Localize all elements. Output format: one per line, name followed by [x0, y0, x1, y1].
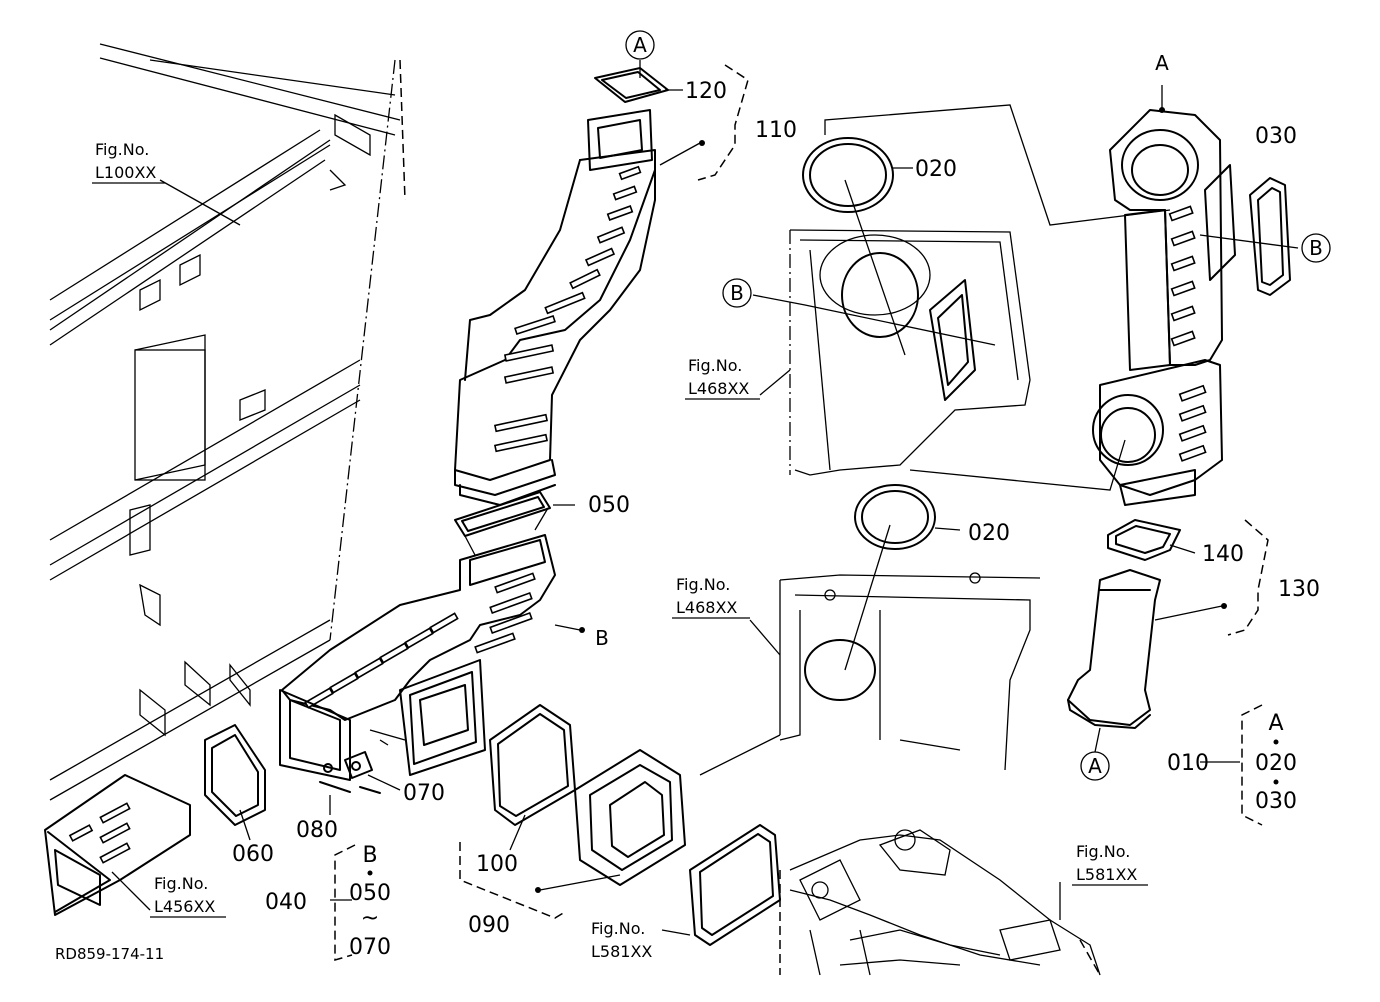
- panel-l468-lower: [699, 572, 1041, 776]
- seal-020-mid: [854, 484, 936, 550]
- callout-a-top-right: A: [1155, 51, 1169, 75]
- part-140: 140: [1202, 542, 1244, 567]
- part-080: 080: [296, 818, 338, 843]
- part-120: 120: [685, 79, 727, 104]
- callout-b-left: B: [730, 281, 744, 305]
- upper-duct-110: [454, 67, 669, 506]
- fig-l581-right-prefix: Fig.No.: [1076, 842, 1130, 861]
- fig-l100-prefix: Fig.No.: [95, 140, 149, 159]
- duct-090: [574, 749, 686, 886]
- seal-050: [454, 491, 551, 556]
- part-070: 070: [403, 781, 445, 806]
- group-040-tilde: ~: [361, 906, 379, 931]
- lower-duct-b: [279, 534, 556, 781]
- group-010-letter: A: [1268, 711, 1283, 736]
- seal-l581: [689, 824, 781, 946]
- fig-l581-left-code: L581XX: [591, 942, 652, 961]
- part-030: 030: [1255, 124, 1297, 149]
- cabin-frame: [49, 43, 406, 801]
- seal-060: [204, 724, 266, 826]
- duct-130: [1067, 569, 1161, 729]
- fig-l468-top-code: L468XX: [688, 379, 749, 398]
- part-020-mid: 020: [968, 521, 1010, 546]
- part-050: 050: [588, 493, 630, 518]
- fig-l468-mid-code: L468XX: [676, 598, 737, 617]
- part-130: 130: [1278, 577, 1320, 602]
- group-010-b: 030: [1255, 789, 1297, 814]
- fig-l100-code: L100XX: [95, 163, 156, 182]
- brackets: [334, 64, 1269, 962]
- fig-l581-left-prefix: Fig.No.: [591, 919, 645, 938]
- part-060: 060: [232, 842, 274, 867]
- circled-callouts: [625, 30, 1331, 781]
- drawing-code: RD859-174-11: [55, 945, 164, 963]
- fig-l456-code: L456XX: [154, 897, 215, 916]
- right-duct: [1092, 109, 1236, 506]
- leader-lines: [111, 60, 1299, 936]
- callout-b-right: B: [1309, 236, 1323, 260]
- callout-a-top-mid: A: [633, 33, 647, 57]
- seal-140: [1107, 519, 1181, 561]
- callout-a-bottom: A: [1088, 754, 1102, 778]
- clamp-070-080: [319, 751, 381, 794]
- part-110: 110: [755, 118, 797, 143]
- callout-b-duct: B: [595, 626, 609, 650]
- lower-left-duct: [44, 774, 191, 916]
- part-100: 100: [476, 852, 518, 877]
- engine-area: [779, 829, 1101, 976]
- fig-l456-prefix: Fig.No.: [154, 874, 208, 893]
- seal-100: [489, 704, 576, 826]
- group-010-a: 020: [1255, 751, 1297, 776]
- panel-l468-top: [789, 229, 1031, 476]
- part-090: 090: [468, 913, 510, 938]
- fig-l581-right-code: L581XX: [1076, 865, 1137, 884]
- seal-020-top: [802, 137, 894, 213]
- group-040-letter: B: [362, 843, 377, 868]
- fig-l468-mid-prefix: Fig.No.: [676, 575, 730, 594]
- group-010-code: 010: [1167, 751, 1209, 776]
- part-020-top: 020: [915, 157, 957, 182]
- fig-l468-top-prefix: Fig.No.: [688, 356, 742, 375]
- group-040-b: 070: [349, 935, 391, 960]
- seal-030: [1249, 177, 1291, 296]
- group-040-code: 040: [265, 890, 307, 915]
- group-040-a: 050: [349, 881, 391, 906]
